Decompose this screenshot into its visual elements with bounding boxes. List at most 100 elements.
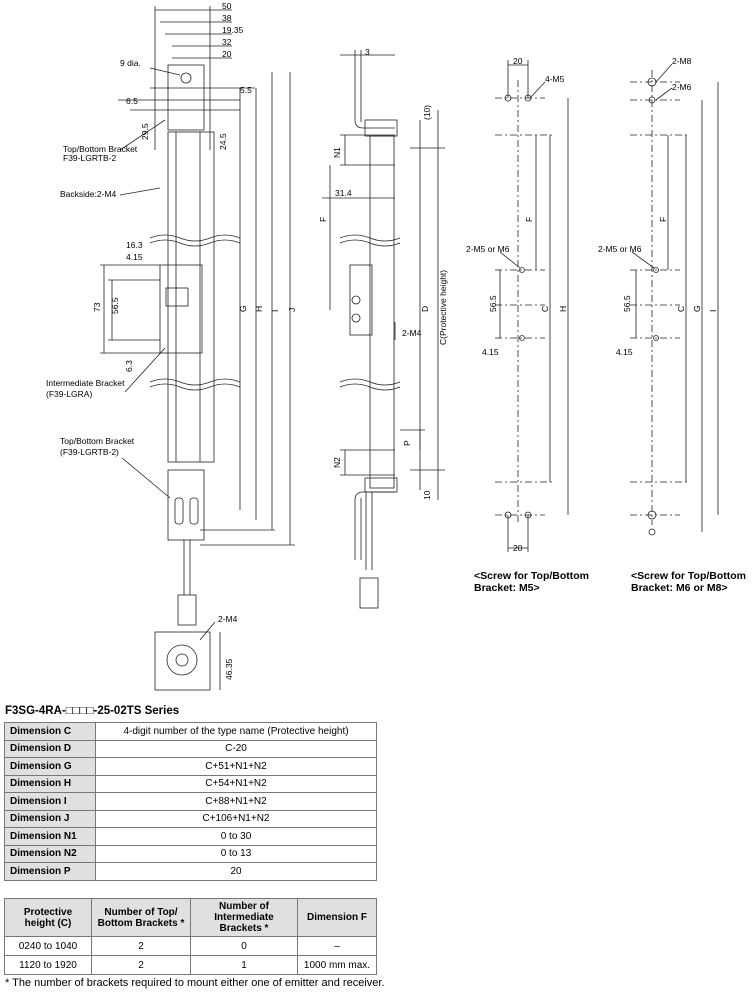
dim-20-top-m5: 20 xyxy=(513,56,523,66)
caption-screw-m6-m8: <Screw for Top/Bottom Bracket: M6 or M8> xyxy=(631,570,746,594)
dim-20-bottom-m5: 20 xyxy=(513,543,523,553)
dim-4-15-m5: 4.15 xyxy=(482,347,499,357)
dimension-value: C+106+N1+N2 xyxy=(95,809,377,828)
dim-c-protective: C(Protective height) xyxy=(438,270,448,345)
caption-screw-m5: <Screw for Top/Bottom Bracket: M5> xyxy=(474,570,589,594)
callout-2-m4-side: 2-M4 xyxy=(402,328,422,338)
dim-4-15-m6: 4.15 xyxy=(616,347,633,357)
header-protective-height: Protective height (C) xyxy=(4,898,92,937)
callout-2-m4-bottom: 2-M4 xyxy=(218,614,238,624)
caption-m6-line1: <Screw for Top/Bottom xyxy=(631,570,747,582)
callout-backside-m4: Backside:2-M4 xyxy=(60,189,116,199)
callout-4-m5: 4-M5 xyxy=(545,74,565,84)
callout-m5-m6-left: 2-M5 or M6 xyxy=(466,244,510,254)
table-cell: 1 xyxy=(190,955,298,975)
dimension-name: Dimension C xyxy=(4,722,96,741)
dim-g: G xyxy=(238,305,248,312)
dim-20: 20 xyxy=(222,49,232,59)
dim-16-3: 16.3 xyxy=(126,240,143,250)
header-intermediate-brackets: Number of Intermediate Brackets * xyxy=(190,898,298,937)
dim-10-paren: (10) xyxy=(422,105,432,120)
dim-h: H xyxy=(254,306,264,312)
dimension-name: Dimension G xyxy=(4,757,96,776)
dimension-name: Dimension H xyxy=(4,774,96,793)
table-cell: 0240 to 1040 xyxy=(4,936,92,956)
callout-intermediate-bracket: Intermediate Bracket xyxy=(46,378,125,388)
dim-d: D xyxy=(420,306,430,312)
technical-drawing: 50 38 19.35 32 20 9 dia. 5.5 6.5 29.5 24… xyxy=(46,1,719,691)
header-dimension-f: Dimension F xyxy=(297,898,377,937)
header-top-bottom-brackets: Number of Top/ Bottom Brackets * xyxy=(91,898,191,937)
dim-19-35: 19.35 xyxy=(222,25,244,35)
dim-c-m6: C xyxy=(676,306,686,312)
dimension-name: Dimension D xyxy=(4,739,96,758)
dim-9-dia: 9 dia. xyxy=(120,58,141,68)
callout-m5-m6-right: 2-M5 or M6 xyxy=(598,244,642,254)
bracket-table: Protective height (C) Number of Top/ Bot… xyxy=(4,898,377,975)
callout-2-m6: 2-M6 xyxy=(672,82,692,92)
dimension-name: Dimension J xyxy=(4,809,96,828)
dimension-name: Dimension P xyxy=(4,862,96,881)
dim-38: 38 xyxy=(222,13,232,23)
callout-top-bracket: Top/Bottom Bracket xyxy=(63,144,138,154)
table-row: 0240 to 1040 2 0 – xyxy=(4,936,377,956)
callout-bottom-bracket: Top/Bottom Bracket xyxy=(60,436,135,446)
callout-bottom-bracket-model: (F39-LGRTB-2) xyxy=(60,447,119,457)
table-row: 1120 to 1920 2 1 1000 mm max. xyxy=(4,955,377,975)
dim-5-5: 5.5 xyxy=(240,85,252,95)
dim-p: P xyxy=(402,440,412,446)
dim-24-5: 24.5 xyxy=(218,133,228,150)
table-header-row: Protective height (C) Number of Top/ Bot… xyxy=(4,898,377,937)
dim-46-35: 46.35 xyxy=(224,658,234,680)
footnote: * The number of brackets required to mou… xyxy=(5,977,385,989)
dim-56-5-m6: 56.5 xyxy=(622,295,632,312)
dimension-name: Dimension N1 xyxy=(4,827,96,846)
table-cell: 2 xyxy=(91,955,191,975)
dim-6-5: 6.5 xyxy=(126,96,138,106)
dim-73: 73 xyxy=(92,302,102,312)
dim-i-m6: I xyxy=(708,310,718,312)
callout-2-m8: 2-M8 xyxy=(672,56,692,66)
dim-4-15: 4.15 xyxy=(126,252,143,262)
dim-f-m5: F xyxy=(524,217,534,222)
table-cell: – xyxy=(297,936,377,956)
dimension-value: 4-digit number of the type name (Protect… xyxy=(95,722,377,741)
dim-h-m5: H xyxy=(558,306,568,312)
dimension-value: 20 xyxy=(95,862,377,881)
dimension-name: Dimension I xyxy=(4,792,96,811)
dim-i: I xyxy=(270,310,280,312)
caption-m6-line2: Bracket: M6 or M8> xyxy=(631,582,728,594)
dim-c-m5: C xyxy=(540,306,550,312)
dimension-value: C-20 xyxy=(95,739,377,758)
dim-31-4: 31.4 xyxy=(335,188,352,198)
dim-n1: N1 xyxy=(332,147,342,158)
callout-intermediate-model: (F39-LGRA) xyxy=(46,389,92,399)
table-cell: 1120 to 1920 xyxy=(4,955,92,975)
dim-50: 50 xyxy=(222,1,232,11)
dim-g-m6: G xyxy=(692,305,702,312)
dim-10-bottom: 10 xyxy=(422,490,432,500)
series-title: F3SG-4RA-□□□□-25-02TS Series xyxy=(5,705,180,717)
dim-32: 32 xyxy=(222,37,232,47)
dim-n2: N2 xyxy=(332,457,342,468)
dim-f-side: F xyxy=(318,217,328,222)
dimension-value: 0 to 30 xyxy=(95,827,377,846)
table-cell: 2 xyxy=(91,936,191,956)
callout-top-bracket-model: F39-LGRTB-2 xyxy=(63,153,116,163)
dimension-name: Dimension N2 xyxy=(4,844,96,863)
dim-j: J xyxy=(287,308,297,312)
dimension-value: 0 to 13 xyxy=(95,844,377,863)
table-cell: 1000 mm max. xyxy=(297,955,377,975)
caption-m5-line1: <Screw for Top/Bottom xyxy=(474,570,590,582)
caption-m5-line2: Bracket: M5> xyxy=(474,582,540,594)
dim-56-5-m5: 56.5 xyxy=(488,295,498,312)
